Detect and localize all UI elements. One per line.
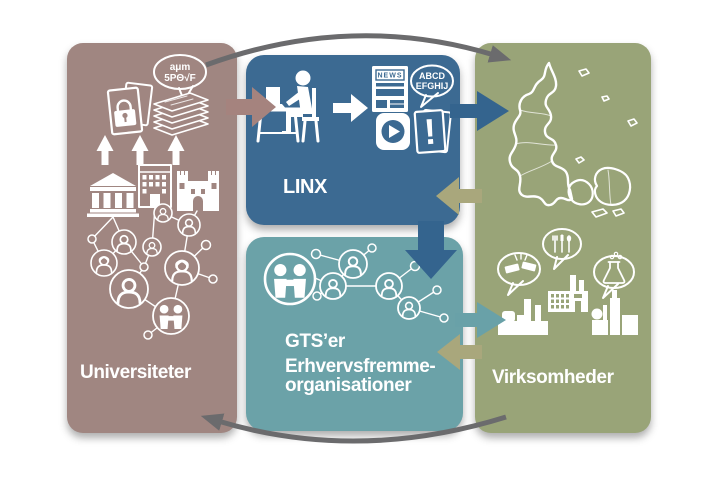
universiteter-label: Universiteter [80,362,191,383]
person-circle [109,269,149,309]
virksomheder-box: Virksomheder [475,43,651,433]
network-node [208,274,218,284]
flask-speech-bubble-icon [593,251,635,299]
handshake-circle-icon [152,297,190,335]
jargon-letters-line1: aμm [170,62,191,73]
virksomheder-illustration [497,61,638,335]
linx-label: LINX [283,176,327,198]
network-node [143,330,153,340]
person-circle [319,272,347,300]
institution-building-icon [177,171,219,211]
denmark-map [508,61,638,218]
gts-label: GTS’er [285,331,345,352]
network-node [87,234,97,244]
virksomheder-label: Virksomheder [492,367,614,388]
universiteter-box: aμm 5PΘ√F [67,43,237,433]
folder-lock-icon [106,81,154,136]
people-network [87,203,218,340]
gts-sublabel-line1: Erhvervsfremme- [285,356,436,377]
gts-illustration [263,243,449,323]
industrial-building-icon [591,290,638,335]
linx-box: NEWS ABCD EFGHIJ [246,55,460,225]
alert-booklet-icon: ! [413,108,452,154]
abcd-speech-bubble-icon: ABCD EFGHIJ [410,64,454,108]
person-circle [111,229,137,255]
broken-bar-speech-bubble-icon [497,252,541,296]
temple-building-icon [87,173,139,217]
news-label: NEWS [378,73,403,80]
person-circle [375,272,403,300]
gts-box: GTS’er Erhvervsfremme- organisationer [246,237,463,431]
cutlery-speech-bubble-icon [542,228,582,270]
abcd-line1: ABCD [419,71,445,81]
office-building-icon [138,164,172,208]
factory-icon [548,275,588,312]
network-node [312,291,322,301]
linx-illustration: NEWS ABCD EFGHIJ [256,64,454,154]
person-circle [164,250,200,286]
gts-people-network [310,243,449,323]
person-circle [90,249,118,277]
handshake-circle-icon [263,252,317,306]
exclamation-mark: ! [423,111,438,153]
gts-sublabel: Erhvervsfremme- organisationer [285,356,436,396]
power-plant-icon [498,299,548,335]
up-arrow-icon [96,135,185,165]
right-arrow-icon [333,94,368,122]
paper-stack-icon [153,92,209,136]
universiteter-illustration: aμm 5PΘ√F [87,54,219,340]
person-circle [177,213,201,237]
network-node [200,239,212,251]
person-circle [153,203,173,223]
video-play-icon [376,113,410,150]
network-node [432,285,442,295]
network-node [409,260,421,272]
network-node [439,313,449,323]
abcd-line2: EFGHIJ [416,81,449,91]
person-circle [397,296,421,320]
person-circle [338,249,368,279]
network-node [367,243,377,253]
jargon-speech-bubble-icon: aμm 5PΘ√F [153,54,207,102]
network-node [310,248,322,260]
gts-sublabel-line2: organisationer [285,375,412,396]
person-at-computer-icon [256,70,320,143]
person-circle [142,237,162,257]
jargon-letters-line2: 5PΘ√F [164,73,196,84]
network-node [139,262,149,272]
news-icon: NEWS [372,66,408,112]
